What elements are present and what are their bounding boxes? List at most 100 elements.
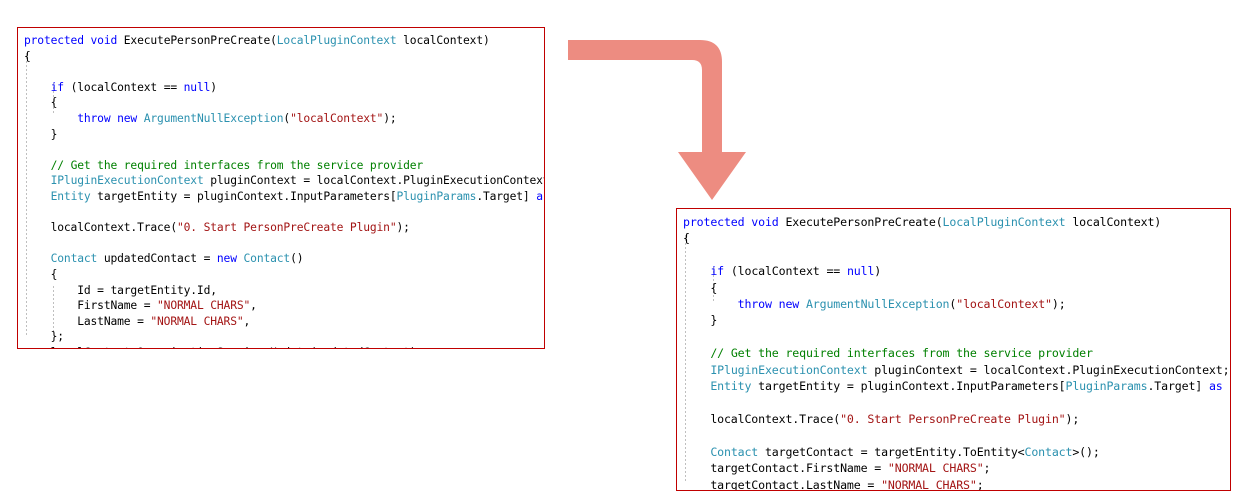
- code-token: localContext.OrganizationService.Update(…: [24, 346, 424, 348]
- code-token: ): [874, 264, 882, 279]
- code-token: ;: [983, 461, 991, 476]
- code-token: protected void: [683, 215, 786, 229]
- code-token: >();: [1072, 444, 1100, 459]
- code-line: if (localContext == null): [24, 81, 217, 94]
- code-token: ,: [250, 299, 257, 313]
- code-line: Contact targetContact = targetEntity.ToE…: [683, 444, 1100, 459]
- code-token: "0. Start PersonPreCreate Plugin": [840, 411, 1066, 426]
- code-line: throw new ArgumentNullException("localCo…: [683, 297, 1066, 311]
- code-token: [24, 159, 51, 172]
- code-line: }: [24, 128, 58, 141]
- code-token: "localContext": [956, 297, 1052, 312]
- code-line: // Get the required interfaces from the …: [24, 158, 424, 172]
- code-token: "NORMAL CHARS": [150, 314, 244, 328]
- code-block-before: protected void ExecutePersonPreCreate(Lo…: [17, 27, 545, 349]
- code-token: "0. Start PersonPreCreate Plugin": [176, 221, 397, 235]
- code-line: {: [24, 96, 58, 110]
- code-token: {: [24, 49, 31, 63]
- code-line: targetContact.LastName = "NORMAL CHARS";: [683, 477, 984, 491]
- code-token: (: [949, 297, 957, 312]
- code-token: IPluginExecutionContext: [50, 174, 204, 188]
- code-line: Id = targetEntity.Id,: [24, 284, 217, 297]
- code-token: localContext.Trace(: [24, 221, 178, 235]
- code-token: // Get the required interfaces from the …: [50, 158, 424, 172]
- code-token: [24, 112, 77, 125]
- code-token: .Target]: [1147, 379, 1209, 394]
- code-token: as: [1208, 379, 1230, 394]
- code-line: localContext.Trace("0. Start PersonPreCr…: [24, 221, 410, 234]
- code-token: throw new: [737, 297, 806, 312]
- code-token: LocalPluginContext: [942, 215, 1066, 229]
- bent-arrow-right-down-icon: [568, 40, 746, 200]
- code-token: );: [1065, 411, 1080, 426]
- code-token: if: [50, 80, 64, 94]
- code-token: Entity: [50, 189, 91, 203]
- code-token: null: [846, 264, 875, 279]
- code-token: [683, 264, 710, 278]
- code-text-after: protected void ExecutePersonPreCreate(Lo…: [683, 214, 1230, 491]
- code-token: IPluginExecutionContext: [710, 362, 868, 377]
- code-token: ): [210, 80, 217, 94]
- code-token: localContext.Trace(: [683, 411, 841, 426]
- code-token: targetEntity = pluginContext.InputParame…: [90, 189, 397, 203]
- code-token: pluginContext = localContext.PluginExecu…: [867, 362, 1230, 377]
- code-token: LastName =: [24, 314, 151, 328]
- code-token: (: [283, 111, 291, 125]
- code-token: );: [383, 111, 397, 125]
- code-token: Contact: [243, 252, 291, 266]
- code-token: Contact: [1024, 444, 1073, 459]
- code-line: IPluginExecutionContext pluginContext = …: [683, 363, 1229, 377]
- code-token: ;: [976, 477, 984, 491]
- code-token: ArgumentNullException: [805, 297, 950, 312]
- code-token: .Target]: [476, 189, 537, 203]
- code-line: Entity targetEntity = pluginContext.Inpu…: [24, 189, 544, 203]
- code-token: (localContext ==: [724, 264, 847, 279]
- code-line: {: [24, 50, 31, 63]
- code-line: {: [683, 281, 717, 295]
- code-token: }: [683, 313, 718, 328]
- code-line: protected void ExecutePersonPreCreate(Lo…: [24, 34, 490, 47]
- code-token: [683, 445, 710, 459]
- code-token: [24, 190, 51, 203]
- code-token: new: [216, 252, 244, 266]
- arrow-shape: [568, 40, 746, 200]
- code-token: "NORMAL CHARS": [157, 299, 251, 313]
- code-token: localContext): [396, 34, 490, 47]
- code-token: targetContact = targetEntity.ToEntity<: [758, 444, 1025, 459]
- code-line: LastName = "NORMAL CHARS",: [24, 315, 250, 328]
- code-line: Entity targetEntity = pluginContext.Inpu…: [683, 379, 1230, 394]
- code-line: localContext.Trace("0. Start PersonPreCr…: [683, 412, 1079, 426]
- code-token: Entity: [710, 379, 752, 394]
- code-token: [24, 174, 51, 187]
- code-line: }: [683, 313, 717, 327]
- code-token: targetContact.LastName =: [683, 477, 882, 491]
- code-token: );: [1051, 297, 1066, 312]
- code-inner-before: protected void ExecutePersonPreCreate(Lo…: [18, 28, 544, 348]
- code-inner-after: protected void ExecutePersonPreCreate(Lo…: [677, 209, 1230, 491]
- code-token: throw new: [77, 111, 144, 125]
- code-token: localContext): [1065, 215, 1162, 229]
- code-line: protected void ExecutePersonPreCreate(Lo…: [683, 215, 1161, 229]
- code-token: as: [536, 189, 544, 203]
- code-line: {: [683, 231, 690, 245]
- code-line: throw new ArgumentNullException("localCo…: [24, 111, 397, 125]
- code-token: ExecutePersonPreCreate(: [123, 34, 277, 47]
- code-line: // Get the required interfaces from the …: [683, 346, 1093, 360]
- code-token: targetEntity = pluginContext.InputParame…: [751, 379, 1066, 394]
- code-line: IPluginExecutionContext pluginContext = …: [24, 174, 544, 188]
- code-token: ExecutePersonPreCreate(: [785, 215, 943, 229]
- code-token: {: [24, 267, 58, 281]
- code-token: if: [710, 264, 724, 279]
- code-token: PluginParams: [1065, 379, 1148, 394]
- code-token: [683, 346, 710, 360]
- code-token: LocalPluginContext: [276, 34, 397, 47]
- code-line: if (localContext == null): [683, 264, 881, 278]
- code-token: {: [683, 280, 718, 295]
- code-token: "NORMAL CHARS": [881, 477, 977, 491]
- code-token: null: [183, 80, 211, 94]
- code-token: );: [396, 221, 410, 235]
- code-token: updatedContact =: [97, 252, 217, 266]
- code-token: [24, 252, 51, 265]
- code-line: FirstName = "NORMAL CHARS",: [24, 299, 257, 312]
- code-token: {: [24, 96, 58, 110]
